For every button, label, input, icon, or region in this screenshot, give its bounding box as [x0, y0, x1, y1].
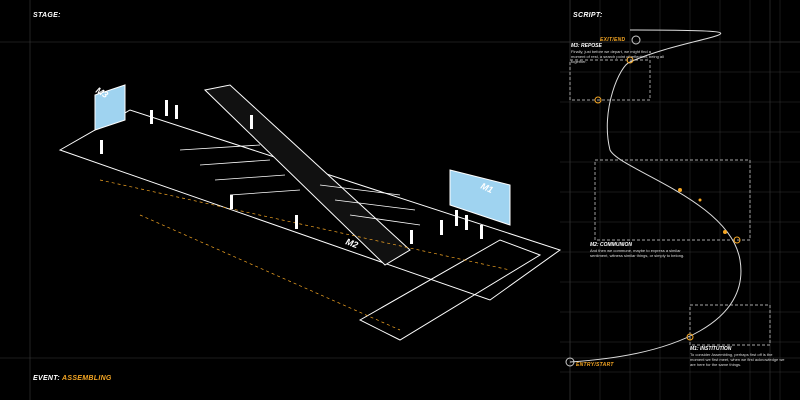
script-m3-text: Finally, just before we depart, we might…: [571, 49, 664, 64]
zone-label-m1: M1: [479, 181, 495, 195]
exit-node: [631, 35, 641, 45]
people-figures: [100, 100, 483, 244]
stage-axonometric: [58, 84, 562, 341]
script-path: [569, 29, 742, 363]
script-m1-title: M1: INSTITUTION: [690, 346, 732, 352]
stage-label: STAGE:: [33, 12, 61, 19]
entry-label: ENTRY/START: [576, 362, 614, 368]
entry-node: [565, 357, 575, 367]
script-m3-title: M3: REPOSE: [571, 43, 602, 49]
event-value: ASSEMBLING: [62, 375, 112, 382]
exit-label: EXIT/END: [600, 37, 626, 43]
script-m2-title: M2: COMMUNION: [590, 242, 632, 248]
event-label: EVENT:: [33, 375, 60, 382]
script-m2-text: And then we commune, maybe to express a …: [590, 248, 685, 258]
script-label: SCRIPT:: [573, 12, 603, 19]
script-m1-text: To consider Assembling, perhaps first of…: [690, 352, 785, 367]
zone-label-m2: M2: [344, 236, 359, 250]
script-grid: [560, 0, 800, 400]
